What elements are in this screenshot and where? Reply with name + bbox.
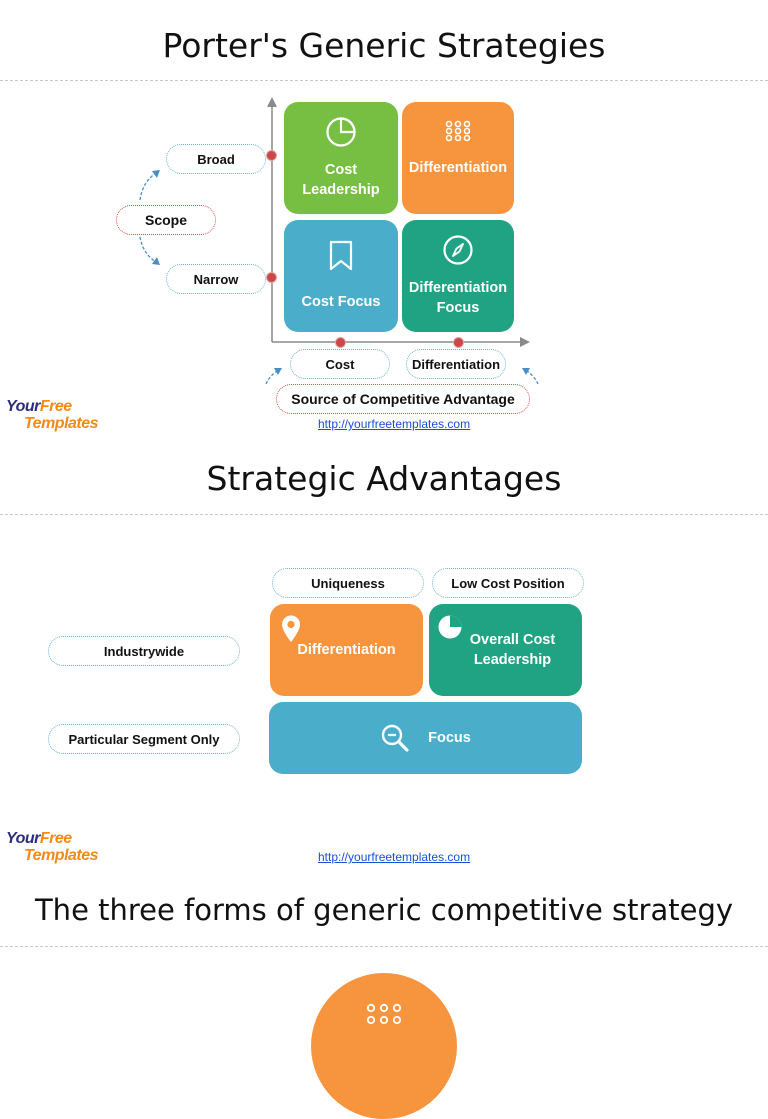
- pie-chart-icon: [437, 614, 463, 652]
- tile-cost-leadership-line1: Cost: [324, 162, 358, 178]
- compass-icon: [442, 234, 474, 278]
- slide2-divider: [0, 514, 768, 515]
- slide3-title: The three forms of generic competitive s…: [34, 893, 734, 927]
- axis-marker-broad: [266, 150, 277, 161]
- tile-cost-leadership[interactable]: Cost Leadership: [284, 102, 398, 214]
- tile-differentiation-focus[interactable]: Differentiation Focus: [402, 220, 514, 332]
- pie-chart-icon: [325, 116, 357, 160]
- column-uniqueness-pill: Uniqueness: [272, 568, 424, 598]
- axis-marker-cost: [335, 337, 346, 348]
- source-advantage-pill: Source of Competitive Advantage: [276, 384, 530, 414]
- scope-pill: Scope: [116, 205, 216, 235]
- dots-grid-icon: [366, 1003, 402, 1030]
- row-segment-pill: Particular Segment Only: [48, 724, 240, 754]
- axis-marker-differentiation: [453, 337, 464, 348]
- tile2-focus[interactable]: Focus: [269, 702, 582, 774]
- slide1-divider: [0, 80, 768, 81]
- logo-2-text-templates: Templates: [24, 847, 99, 864]
- tile2-focus-label: Focus: [428, 730, 471, 746]
- bookmark-icon: [328, 240, 354, 292]
- tile-cost-leadership-line2: Leadership: [302, 182, 380, 198]
- logo-2-text-free: Free: [39, 830, 72, 847]
- slide3-orange-circle: [311, 973, 457, 1119]
- logo-2-text-your: Your: [6, 830, 40, 847]
- column-low-cost-pill: Low Cost Position: [432, 568, 584, 598]
- tile2-differentiation[interactable]: Differentiation: [270, 604, 423, 696]
- slide3-divider: [0, 946, 768, 947]
- logo-text-your: Your: [6, 398, 40, 415]
- tile-cost-focus-label: Cost Focus: [301, 294, 381, 310]
- slide1-axes: [139, 97, 539, 385]
- magnifier-icon: [380, 723, 410, 753]
- logo-text-templates: Templates: [24, 415, 99, 432]
- scope-narrow-pill: Narrow: [166, 264, 266, 294]
- tile2-overall-cost-line2: Leadership: [473, 652, 552, 668]
- tile-differentiation-focus-line1: Differentiation: [408, 280, 508, 296]
- tile-cost-focus[interactable]: Cost Focus: [284, 220, 398, 332]
- slide2-link[interactable]: http://yourfreetemplates.com: [318, 850, 471, 864]
- tile-differentiation[interactable]: Differentiation: [402, 102, 514, 214]
- source-differentiation-pill: Differentiation: [406, 349, 506, 379]
- logo: YourFree Templates: [6, 398, 99, 432]
- tile2-overall-cost[interactable]: Overall Cost Leadership: [429, 604, 582, 696]
- logo-2: YourFree Templates: [6, 830, 99, 864]
- axis-marker-narrow: [266, 272, 277, 283]
- location-pin-icon: [280, 614, 302, 656]
- tile2-overall-cost-line1: Overall Cost: [469, 632, 556, 648]
- slide1-title: Porter's Generic Strategies: [162, 26, 606, 65]
- tile-differentiation-focus-line2: Focus: [436, 300, 480, 316]
- slide2-title: Strategic Advantages: [206, 459, 562, 498]
- logo-text-free: Free: [39, 398, 72, 415]
- tile-differentiation-label: Differentiation: [408, 160, 508, 176]
- tile2-differentiation-label: Differentiation: [297, 642, 396, 658]
- scope-broad-pill: Broad: [166, 144, 266, 174]
- dots-grid-icon: [445, 120, 471, 158]
- slide1-link[interactable]: http://yourfreetemplates.com: [318, 417, 471, 431]
- row-industrywide-pill: Industrywide: [48, 636, 240, 666]
- source-cost-pill: Cost: [290, 349, 390, 379]
